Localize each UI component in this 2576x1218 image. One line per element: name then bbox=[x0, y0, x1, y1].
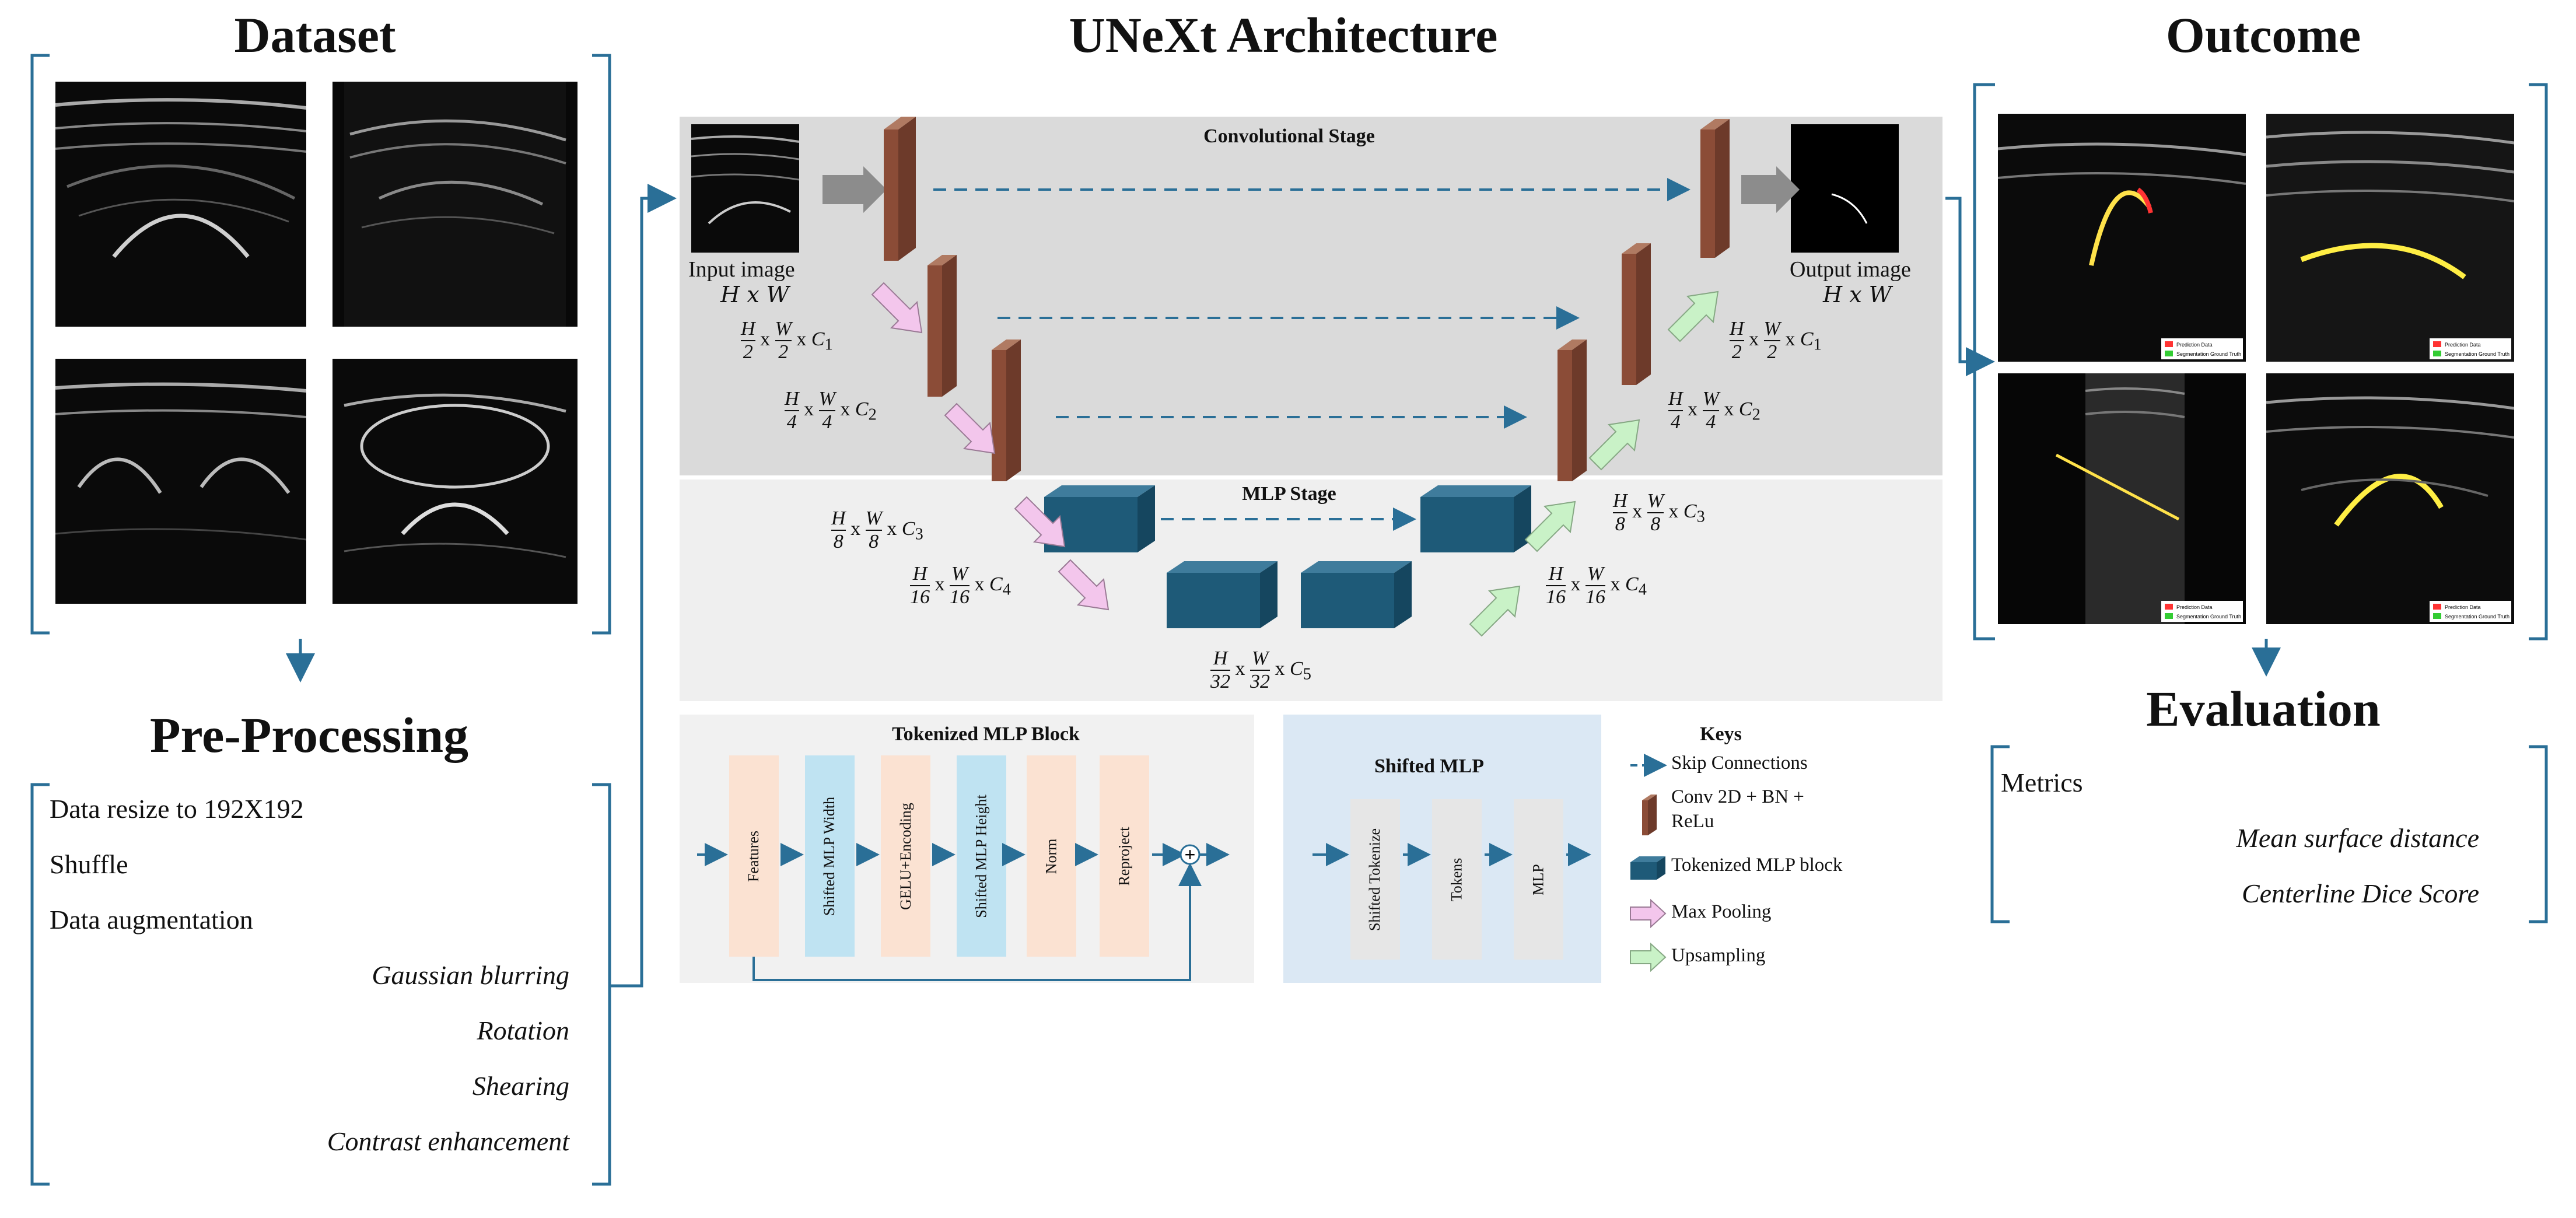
token-step-reproject: Reproject bbox=[1100, 755, 1149, 957]
token-step-gelu-encoding: GELU+Encoding bbox=[881, 755, 930, 957]
legend-ground-truth: Segmentation Ground Truth bbox=[2445, 351, 2510, 357]
token-step-features: Features bbox=[729, 755, 779, 957]
evaluation-title: Evaluation bbox=[2146, 681, 2381, 737]
key-label-upsampling: Upsampling bbox=[1671, 945, 1766, 966]
architecture-title: UNeXt Architecture bbox=[1069, 7, 1498, 63]
key-label-pool: Max Pooling bbox=[1671, 901, 1772, 922]
key-icon-tokenized bbox=[1630, 856, 1665, 880]
mlp-block-bottleneck-1 bbox=[1167, 561, 1278, 628]
evaluation-bracket bbox=[1990, 745, 2548, 923]
conv-block-decoder-1 bbox=[1700, 119, 1730, 258]
legend-ground-truth: Segmentation Ground Truth bbox=[2176, 351, 2241, 357]
preprocess-item-shuffle: Shuffle bbox=[50, 849, 128, 879]
conv-block-encoder-1 bbox=[884, 117, 916, 261]
token-step-shifted-mlp-height: Shifted MLP Height bbox=[957, 755, 1006, 957]
dataset-image-2 bbox=[332, 82, 578, 327]
shifted-step-mlp: MLP bbox=[1514, 799, 1563, 960]
legend-prediction: Prediction Data bbox=[2176, 342, 2213, 348]
conv-block-decoder-2 bbox=[1622, 243, 1651, 385]
mlp-stage-label: MLP Stage bbox=[1242, 483, 1336, 505]
augmentation-rotation: Rotation bbox=[477, 1016, 569, 1045]
outcome-image-1: Prediction Data Segmentation Ground Trut… bbox=[1998, 114, 2246, 362]
output-gray-arrow bbox=[1741, 166, 1800, 213]
preprocessing-title: Pre-Processing bbox=[149, 707, 469, 763]
input-image-label: Input image bbox=[688, 257, 795, 282]
dataset-bracket bbox=[30, 54, 611, 635]
token-step-norm: Norm bbox=[1027, 755, 1076, 957]
preprocess-item-augmentation: Data augmentation bbox=[50, 905, 253, 935]
outcome-image-2: Prediction Data Segmentation Ground Trut… bbox=[2266, 114, 2514, 362]
output-image bbox=[1791, 124, 1899, 253]
augmentation-shearing: Shearing bbox=[472, 1071, 569, 1101]
input-dimension: H x W bbox=[720, 282, 789, 307]
conv-block-decoder-3 bbox=[1558, 340, 1587, 481]
residual-plus-node bbox=[1180, 844, 1200, 865]
metric-centerline-dice: Centerline Dice Score bbox=[2241, 878, 2479, 908]
token-step-shifted-mlp-width: Shifted MLP Width bbox=[805, 755, 855, 957]
conv-block-encoder-3 bbox=[992, 340, 1021, 481]
legend-prediction: Prediction Data bbox=[2445, 342, 2481, 348]
metric-mean-surface-distance: Mean surface distance bbox=[2236, 823, 2479, 853]
tokenized-flow-arrows bbox=[697, 843, 1591, 981]
mlp-block-decoder-1 bbox=[1420, 485, 1531, 552]
outcome-title: Outcome bbox=[2165, 7, 2361, 63]
legend-ground-truth: Segmentation Ground Truth bbox=[2445, 614, 2510, 620]
key-label-conv: Conv 2D + BN + ReLu bbox=[1671, 786, 1804, 832]
augmentation-contrast-enhancement: Contrast enhancement bbox=[327, 1126, 569, 1156]
shifted-step-tokenize: Shifted Tokenize bbox=[1350, 799, 1400, 960]
shifted-mlp-title: Shifted MLP bbox=[1374, 755, 1484, 777]
key-icon-pool bbox=[1630, 898, 1667, 929]
flow-arrows bbox=[286, 184, 2281, 988]
key-label-skip: Skip Connections bbox=[1671, 752, 1808, 774]
outcome-image-4: Prediction Data Segmentation Ground Trut… bbox=[2266, 373, 2514, 624]
dataset-title: Dataset bbox=[234, 7, 396, 63]
preprocess-item-resize: Data resize to 192X192 bbox=[50, 794, 304, 824]
input-gray-arrow bbox=[822, 166, 887, 213]
dataset-image-4 bbox=[332, 359, 578, 604]
residual-plus-sign: + bbox=[1185, 844, 1196, 865]
conv-block-encoder-2 bbox=[928, 255, 957, 397]
mlp-block-bottleneck-2 bbox=[1301, 561, 1412, 628]
shifted-step-tokens: Tokens bbox=[1432, 799, 1482, 960]
output-image-label: Output image bbox=[1790, 257, 1911, 282]
key-icon-upsampling bbox=[1630, 942, 1667, 972]
tokenized-block-title: Tokenized MLP Block bbox=[892, 723, 1080, 745]
skip-connections bbox=[933, 178, 1690, 531]
key-icon-conv bbox=[1642, 794, 1657, 835]
max-pooling-arrows bbox=[871, 282, 1110, 611]
output-dimension: H x W bbox=[1823, 282, 1892, 307]
tokenized-panel-gap bbox=[1254, 715, 1283, 983]
legend-prediction: Prediction Data bbox=[2176, 604, 2213, 610]
preprocessing-bracket bbox=[30, 783, 611, 1186]
convolutional-stage-label: Convolutional Stage bbox=[1203, 125, 1375, 147]
legend-ground-truth: Segmentation Ground Truth bbox=[2176, 614, 2241, 620]
keys-title: Keys bbox=[1700, 723, 1742, 745]
metrics-label: Metrics bbox=[2001, 768, 2083, 797]
outcome-image-3: Prediction Data Segmentation Ground Trut… bbox=[1998, 373, 2246, 624]
dataset-image-3 bbox=[55, 359, 306, 604]
legend-prediction: Prediction Data bbox=[2445, 604, 2481, 610]
augmentation-gaussian-blurring: Gaussian blurring bbox=[372, 960, 569, 990]
input-image bbox=[691, 124, 799, 253]
upsampling-arrows bbox=[1469, 290, 1719, 637]
key-label-tokenized: Tokenized MLP block bbox=[1671, 855, 1843, 876]
outcome-bracket bbox=[1973, 83, 2548, 640]
dataset-image-1 bbox=[55, 82, 306, 327]
